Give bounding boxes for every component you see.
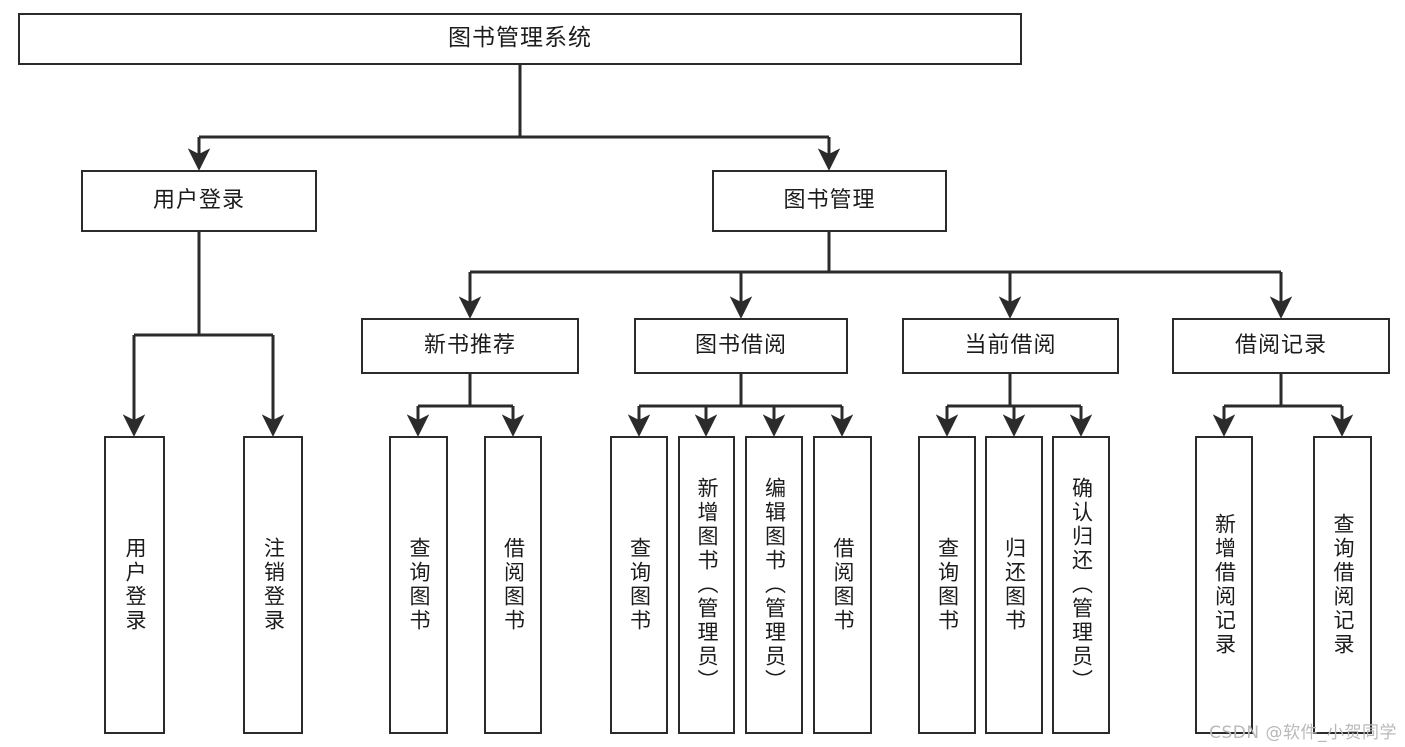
node-book-borrow-label: 图书借阅 xyxy=(694,332,787,358)
leaf-logout[interactable]: 注销登录 xyxy=(243,436,303,734)
leaf-borrow-book-recommend[interactable]: 借阅图书 xyxy=(484,436,542,734)
node-current-borrow-label: 当前借阅 xyxy=(964,332,1057,358)
node-borrow-records-label: 借阅记录 xyxy=(1234,332,1327,358)
node-user-login-label: 用户登录 xyxy=(152,187,245,213)
leaf-add-book-admin-label: 新增图书（管理员） xyxy=(695,477,719,693)
leaf-borrow-book[interactable]: 借阅图书 xyxy=(813,436,872,734)
leaf-add-borrow-record-label: 新增借阅记录 xyxy=(1212,513,1237,657)
node-user-login[interactable]: 用户登录 xyxy=(81,170,317,232)
leaf-user-login[interactable]: 用户登录 xyxy=(104,436,165,734)
leaf-return-book[interactable]: 归还图书 xyxy=(985,436,1043,734)
leaf-query-book-label: 查询图书 xyxy=(627,537,652,633)
leaf-query-book[interactable]: 查询图书 xyxy=(610,436,668,734)
leaf-borrow-book-label: 借阅图书 xyxy=(831,537,855,633)
node-root-label: 图书管理系统 xyxy=(448,25,592,52)
leaf-edit-book-admin-label: 编辑图书（管理员） xyxy=(762,477,787,693)
leaf-add-borrow-record[interactable]: 新增借阅记录 xyxy=(1195,436,1253,734)
leaf-logout-label: 注销登录 xyxy=(261,537,286,633)
leaf-confirm-return-admin[interactable]: 确认归还（管理员） xyxy=(1052,436,1110,734)
leaf-borrow-book-recommend-label: 借阅图书 xyxy=(501,537,526,633)
leaf-return-book-label: 归还图书 xyxy=(1002,537,1027,633)
leaf-add-book-admin[interactable]: 新增图书（管理员） xyxy=(678,436,735,734)
node-root[interactable]: 图书管理系统 xyxy=(18,13,1022,65)
node-current-borrow[interactable]: 当前借阅 xyxy=(902,318,1119,374)
node-new-book-recommend-label: 新书推荐 xyxy=(423,332,516,358)
node-book-management-label: 图书管理 xyxy=(783,187,876,213)
leaf-query-book-current-label: 查询图书 xyxy=(935,537,960,633)
node-new-book-recommend[interactable]: 新书推荐 xyxy=(361,318,579,374)
leaf-edit-book-admin[interactable]: 编辑图书（管理员） xyxy=(745,436,803,734)
node-book-borrow[interactable]: 图书借阅 xyxy=(634,318,848,374)
node-book-management[interactable]: 图书管理 xyxy=(712,170,947,232)
leaf-query-borrow-record-label: 查询借阅记录 xyxy=(1331,513,1355,657)
leaf-query-book-recommend-label: 查询图书 xyxy=(407,537,431,633)
node-borrow-records[interactable]: 借阅记录 xyxy=(1172,318,1390,374)
leaf-confirm-return-admin-label: 确认归还（管理员） xyxy=(1069,477,1094,693)
leaf-query-book-recommend[interactable]: 查询图书 xyxy=(389,436,448,734)
leaf-query-book-current[interactable]: 查询图书 xyxy=(918,436,976,734)
leaf-query-borrow-record[interactable]: 查询借阅记录 xyxy=(1313,436,1372,734)
leaf-user-login-label: 用户登录 xyxy=(123,537,147,633)
